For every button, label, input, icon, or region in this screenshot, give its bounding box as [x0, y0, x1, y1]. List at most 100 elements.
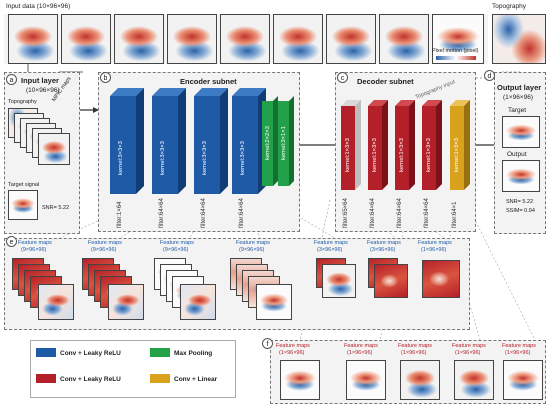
feature-map [38, 284, 74, 320]
feature-maps-dims: (1×96×96) [421, 247, 447, 253]
input-layer-dims: (10×96×96) [26, 87, 60, 94]
panel-a-marker: a [6, 74, 17, 85]
encoder-kernel-label: kernel:3×3×3 [160, 141, 166, 175]
encoder-conv-block-3 [194, 88, 228, 194]
legend-swatch-decoder [36, 374, 56, 383]
decoder-filter-label: filter:64×1 [452, 201, 458, 228]
encoder-conv-block-4 [232, 88, 266, 194]
encoder-title: Encoder subnet [180, 77, 237, 86]
decoder-filter-label: filter:64×64 [424, 198, 430, 228]
decoder-feature-map [346, 360, 386, 400]
colorbar [436, 56, 476, 60]
decoder-concat-block [341, 100, 361, 190]
output-layer-dims: (1×96×96) [503, 94, 533, 101]
input-frame [167, 14, 217, 64]
decoder-feature-map [503, 360, 543, 400]
topography-stack-label: Topography [8, 99, 37, 105]
feature-maps-title: Feature maps [276, 343, 310, 349]
feature-maps-dims: (1×96×96) [455, 350, 481, 356]
input-frames-strip: Pixel motion (pixel) [4, 14, 488, 64]
feature-maps-dims: (1×96×96) [347, 350, 373, 356]
encoder-filter-label: filter:64×64 [201, 198, 207, 228]
input-frame [273, 14, 323, 64]
panel-b-marker: b [100, 72, 111, 83]
input-frame [61, 14, 111, 64]
encoder-pool-block-1 [262, 96, 278, 186]
output-snr: SNR= 5.22 [506, 199, 534, 205]
decoder-kernel-label: kernel:1×3×3 [345, 138, 351, 172]
feature-map [374, 264, 408, 298]
legend-label: Conv + Linear [174, 376, 218, 383]
feature-maps-title: Feature maps [160, 240, 194, 246]
feature-maps-dims: (1×96×96) [279, 350, 305, 356]
feature-maps-title: Feature maps [314, 240, 348, 246]
feature-maps-title: Feature maps [88, 240, 122, 246]
input-frame [114, 14, 164, 64]
legend-swatch-encoder [36, 348, 56, 357]
encoder-kernel-label: kernel:3×3×3 [202, 141, 208, 175]
decoder-kernel-label: kernel:1×3×3 [454, 138, 460, 172]
feature-map [256, 284, 292, 320]
topography-title: Topography [492, 3, 526, 10]
feature-maps-title: Feature maps [502, 343, 536, 349]
target-signal-map [8, 190, 38, 220]
decoder-feature-map [454, 360, 494, 400]
encoder-filter-label: filter:64×64 [239, 198, 245, 228]
output-output-label: Output [507, 151, 527, 158]
colorbar-label: Pixel motion (pixel) [432, 48, 479, 54]
encoder-pool-block-2 [278, 96, 294, 186]
encoder-kernel-label: kernel:3×1×1 [281, 126, 287, 160]
legend-swatch-pool [150, 348, 170, 357]
encoder-kernel-label: kernel:3×3×3 [240, 141, 246, 175]
feature-map [422, 260, 460, 298]
decoder-title: Decoder subnet [357, 77, 414, 86]
output-target-label: Target [508, 107, 527, 114]
decoder-kernel-label: kernel:1×3×3 [399, 138, 405, 172]
decoder-filter-label: filter:64×64 [397, 198, 403, 228]
output-ssim: SSIM= 0.94 [506, 208, 535, 214]
legend-label: Conv + Leaky ReLU [60, 350, 121, 357]
output-layer-title: Output layer [497, 83, 542, 92]
encoder-conv-block-2 [152, 88, 186, 194]
decoder-kernel-label: kernel:1×3×3 [372, 138, 378, 172]
feature-maps-dims: (9×96×96) [239, 247, 265, 253]
encoder-filter-label: filter:64×64 [159, 198, 165, 228]
feature-maps-dims: (9×96×96) [91, 247, 117, 253]
decoder-kernel-label: kernel:1×3×3 [426, 138, 432, 172]
feature-maps-dims: (3×96×96) [317, 247, 343, 253]
output-target-map [502, 116, 540, 148]
encoder-filter-label: filter:1×64 [117, 201, 123, 228]
input-frame [8, 14, 58, 64]
panel-d-marker: d [484, 70, 495, 81]
decoder-feature-map [400, 360, 440, 400]
target-signal-label: Target signal [8, 182, 40, 188]
output-prediction-map [502, 160, 540, 192]
panel-f-marker: f [262, 338, 273, 349]
feature-maps-title: Feature maps [418, 240, 452, 246]
feature-maps-dims: (1×96×96) [401, 350, 427, 356]
feature-maps-dims: (3×96×96) [370, 247, 396, 253]
input-frame [379, 14, 429, 64]
decoder-conv-block [395, 100, 415, 190]
feature-maps-title: Feature maps [236, 240, 270, 246]
input-layer-title: Input layer [21, 76, 59, 85]
legend-label: Max Pooling [174, 350, 213, 357]
input-frame [220, 14, 270, 64]
decoder-filter-label: filter:65×64 [343, 198, 349, 228]
decoder-conv-block [422, 100, 442, 190]
feature-maps-dims: (9×96×96) [21, 247, 47, 253]
feature-map [322, 264, 356, 298]
input-frame [432, 14, 484, 64]
feature-maps-dims: (9×96×96) [163, 247, 189, 253]
feature-maps-title: Feature maps [367, 240, 401, 246]
panel-e-marker: e [6, 236, 17, 247]
legend-label: Conv + Leaky ReLU [60, 376, 121, 383]
legend-swatch-linear [150, 374, 170, 383]
decoder-feature-map [280, 360, 320, 400]
legend [30, 340, 236, 398]
feature-maps-title: Feature maps [452, 343, 486, 349]
feature-maps-title: Feature maps [18, 240, 52, 246]
panel-c-marker: c [337, 72, 348, 83]
topography-map [492, 14, 546, 64]
feature-maps-title: Feature maps [398, 343, 432, 349]
